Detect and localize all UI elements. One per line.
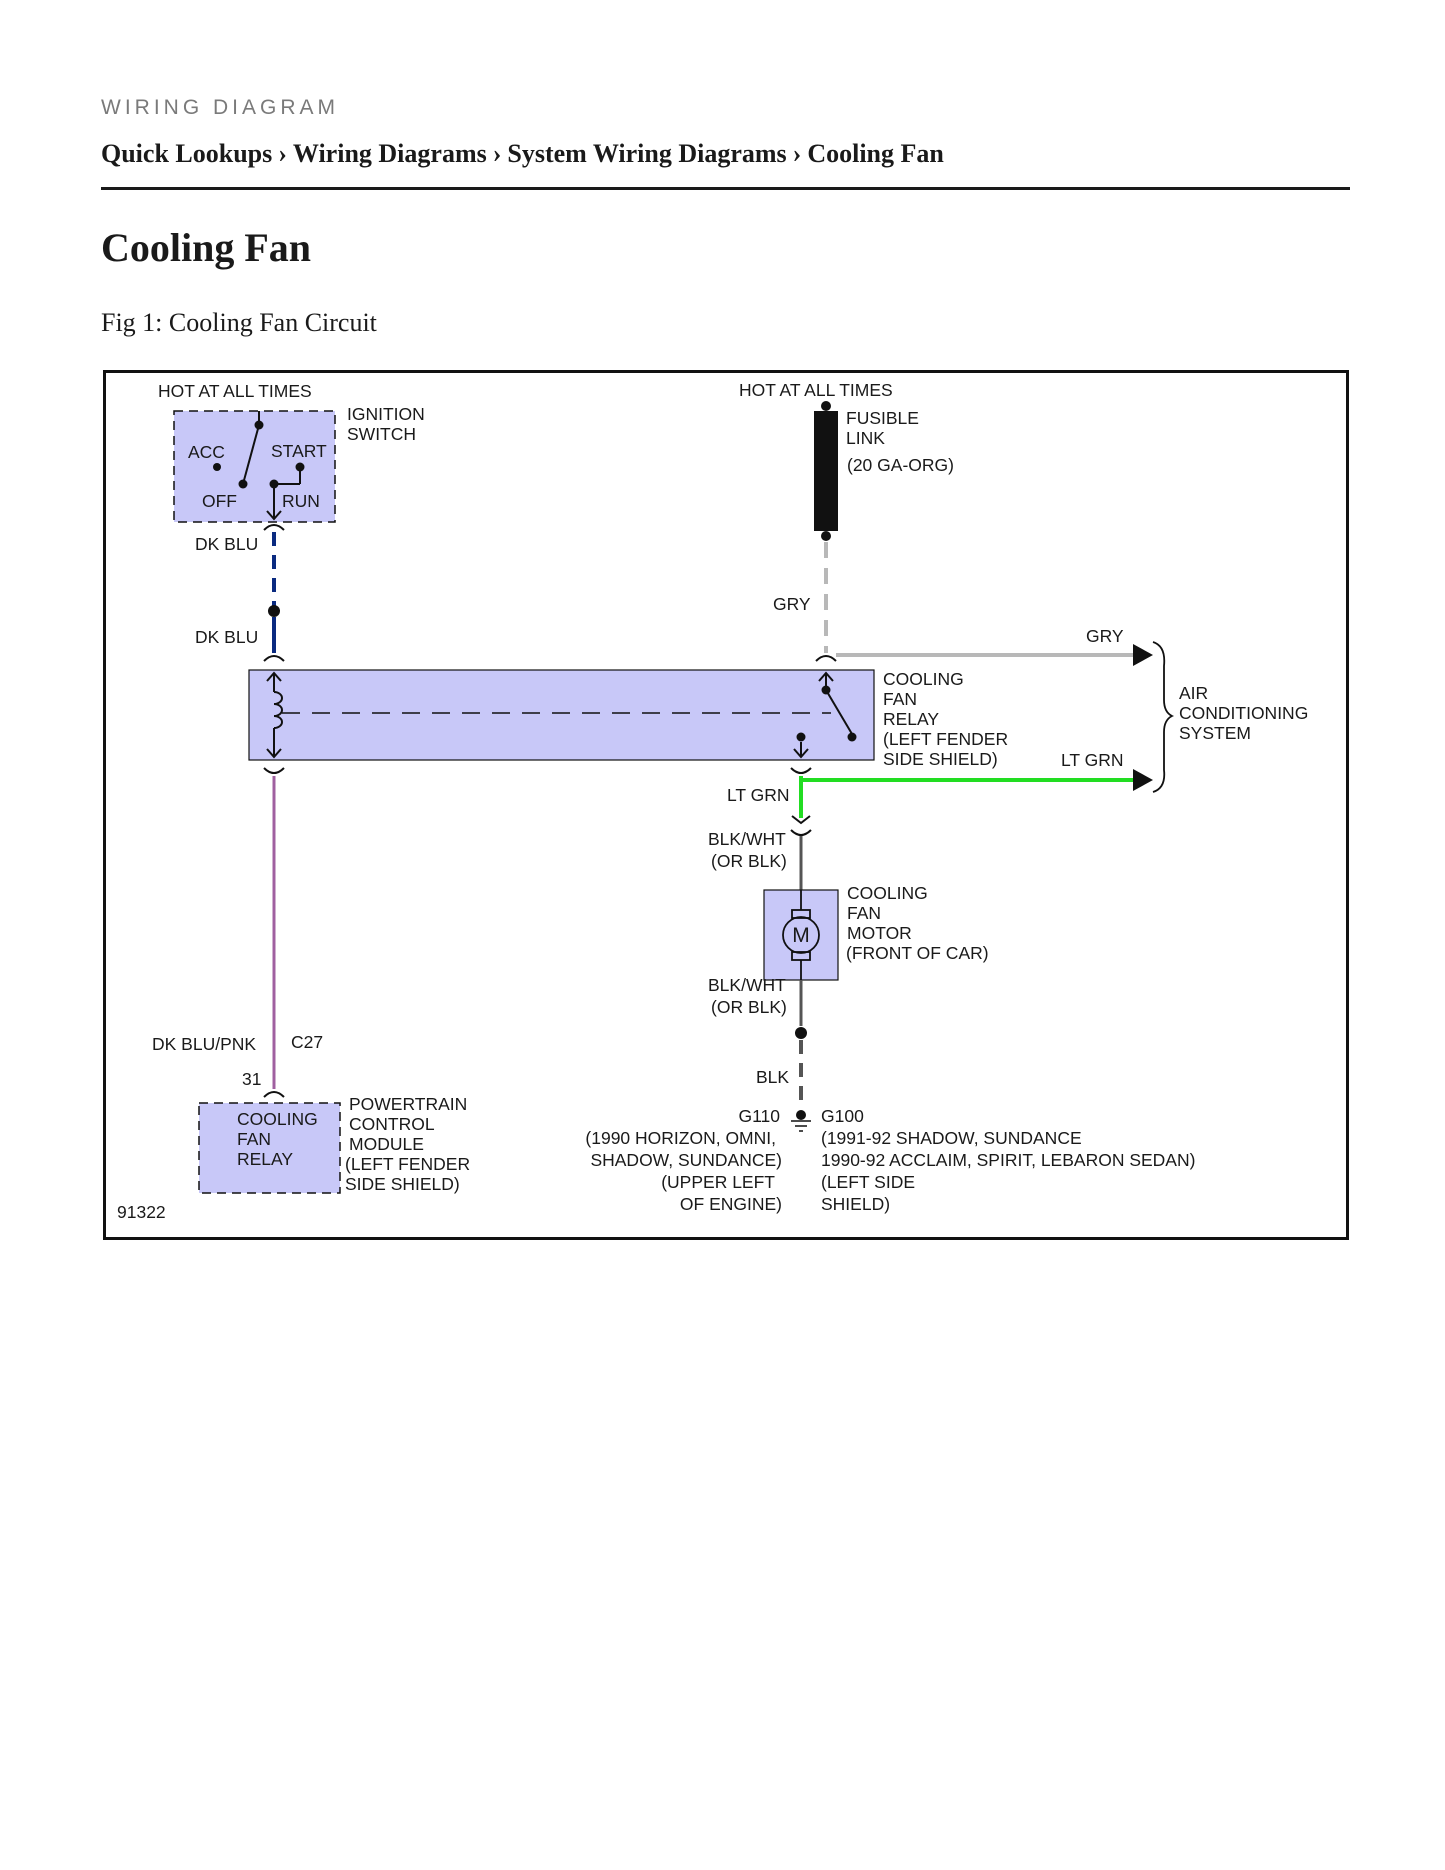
breadcrumb-separator: ›: [278, 139, 287, 168]
wire-label-blk-wht-top-2: (OR BLK): [711, 851, 787, 871]
wire-label-blk-wht-bottom-2: (OR BLK): [711, 997, 787, 1017]
ignition-connector: [263, 524, 285, 531]
relay-coil: [266, 671, 283, 759]
ignition-switch-contacts: [213, 420, 305, 489]
ground-g110-note-4: OF ENGINE): [680, 1194, 782, 1214]
motor-label-1: COOLING: [847, 883, 928, 903]
ac-system-brace: [1152, 641, 1175, 793]
fusible-label-1: FUSIBLE: [846, 408, 919, 428]
pcm-box: [198, 1102, 341, 1194]
ground-g100-note-1: (1991-92 SHADOW, SUNDANCE: [821, 1128, 1082, 1148]
relay-label-3: RELAY: [883, 709, 939, 729]
breadcrumb-wiring-diagrams[interactable]: Wiring Diagrams: [292, 139, 487, 168]
motor-label-3: MOTOR: [847, 923, 912, 943]
ignition-hot-label: HOT AT ALL TIMES: [158, 381, 312, 401]
relay-label-4: (LEFT FENDER: [883, 729, 1008, 749]
wire-label-dk-blu-lower: DK BLU: [195, 627, 258, 647]
pcm-label-5: SIDE SHIELD): [345, 1174, 460, 1194]
pcm-label-3: MODULE: [349, 1134, 424, 1154]
ground-g110-id: G110: [738, 1106, 780, 1126]
pcm-connector: [263, 1091, 285, 1098]
arrow-lt-grn-ac: [1133, 769, 1153, 791]
wire-label-blk-wht-bottom-1: BLK/WHT: [708, 975, 786, 995]
ground-g100-id: G100: [821, 1106, 864, 1126]
motor-symbol: [782, 890, 820, 980]
ac-system-label-1: AIR: [1179, 683, 1208, 703]
splice-dot-dk-blu: [268, 605, 280, 617]
pcm-label-4: (LEFT FENDER: [345, 1154, 470, 1174]
ground-g100-note-3: (LEFT SIDE: [821, 1172, 915, 1192]
motor-label-4: (FRONT OF CAR): [846, 943, 989, 963]
fusible-link-body: [814, 411, 838, 531]
ignition-switch-label-2: SWITCH: [347, 424, 416, 444]
pcm-label-2: CONTROL: [349, 1114, 435, 1134]
connector-pin-31: 31: [242, 1069, 261, 1089]
figure-caption: Fig 1: Cooling Fan Circuit: [101, 308, 377, 337]
wiring-diagram: HOT AT ALL TIMES ACC START OFF RUN IGNIT…: [103, 370, 1349, 1240]
wire-label-dk-blu-pnk: DK BLU/PNK: [152, 1034, 256, 1054]
relay-connector-left-bottom: [263, 767, 285, 774]
relay-connector-right-top: [815, 655, 837, 662]
wire-label-blk: BLK: [756, 1067, 789, 1087]
relay-label-1: COOLING: [883, 669, 964, 689]
ground-g110-note-3: (UPPER LEFT: [661, 1172, 775, 1192]
motor-symbol-letter: M: [792, 924, 810, 947]
wire-label-lt-grn-ac: LT GRN: [1061, 750, 1124, 770]
ignition-switch-box: [173, 410, 336, 523]
relay-connector-right-bottom: [790, 767, 812, 774]
fusible-hot-label: HOT AT ALL TIMES: [739, 380, 893, 400]
ground-g100-note-2: 1990-92 ACCLAIM, SPIRIT, LEBARON SEDAN): [821, 1150, 1195, 1170]
fusible-bottom-dot: [821, 531, 831, 541]
ground-g110-note-2: SHADOW, SUNDANCE): [590, 1150, 782, 1170]
pcm-label-1: POWERTRAIN: [349, 1094, 467, 1114]
arrow-gry-ac: [1133, 644, 1153, 666]
ignition-switch-label-1: IGNITION: [347, 404, 425, 424]
page-kicker: WIRING DIAGRAM: [101, 96, 339, 119]
wire-label-dk-blu-upper: DK BLU: [195, 534, 258, 554]
ignition-pos-run: RUN: [282, 491, 320, 511]
breadcrumb-system-wiring-diagrams[interactable]: System Wiring Diagrams: [507, 139, 787, 168]
figure-id: 91322: [117, 1202, 166, 1222]
wire-label-gry-ac: GRY: [1086, 626, 1124, 646]
ignition-pos-off: OFF: [202, 491, 237, 511]
breadcrumb-quick-lookups[interactable]: Quick Lookups: [101, 139, 273, 168]
ignition-pos-acc: ACC: [188, 442, 225, 462]
relay-label-5: SIDE SHIELD): [883, 749, 998, 769]
ac-system-label-2: CONDITIONING: [1179, 703, 1308, 723]
relay-label-2: FAN: [883, 689, 917, 709]
motor-label-2: FAN: [847, 903, 881, 923]
ground-g100-note-4: SHIELD): [821, 1194, 890, 1214]
splice-dot-blk: [795, 1027, 807, 1039]
ignition-pos-start: START: [271, 441, 327, 461]
fusible-label-2: LINK: [846, 428, 885, 448]
breadcrumb: Quick Lookups›Wiring Diagrams›System Wir…: [101, 139, 944, 169]
relay-connector-left-top: [263, 655, 285, 662]
header-divider: [101, 187, 1350, 190]
ground-dot: [796, 1110, 806, 1120]
wire-label-blk-wht-top-1: BLK/WHT: [708, 829, 786, 849]
breadcrumb-cooling-fan[interactable]: Cooling Fan: [807, 139, 944, 168]
breadcrumb-separator: ›: [492, 139, 502, 168]
motor-connector-top-b: [790, 829, 812, 836]
motor-connector-top-a: [791, 815, 811, 825]
ground-symbol: [791, 1120, 811, 1132]
fusible-top-dot: [821, 401, 831, 411]
cooling-fan-relay-box: [248, 669, 875, 761]
breadcrumb-separator: ›: [792, 139, 802, 168]
ground-g110-note-1: (1990 HORIZON, OMNI,: [585, 1128, 776, 1148]
wire-label-gry-vertical: GRY: [773, 594, 811, 614]
pcm-inner-label-1: COOLING: [237, 1109, 318, 1129]
fusible-spec: (20 GA-ORG): [847, 455, 954, 475]
pcm-inner-label-3: RELAY: [237, 1149, 293, 1169]
pcm-inner-label-2: FAN: [237, 1129, 271, 1149]
wire-label-lt-grn-motor: LT GRN: [727, 785, 790, 805]
ac-system-label-3: SYSTEM: [1179, 723, 1251, 743]
page-title: Cooling Fan: [101, 225, 312, 270]
relay-contacts: [796, 685, 857, 742]
connector-c27-label: C27: [291, 1032, 323, 1052]
